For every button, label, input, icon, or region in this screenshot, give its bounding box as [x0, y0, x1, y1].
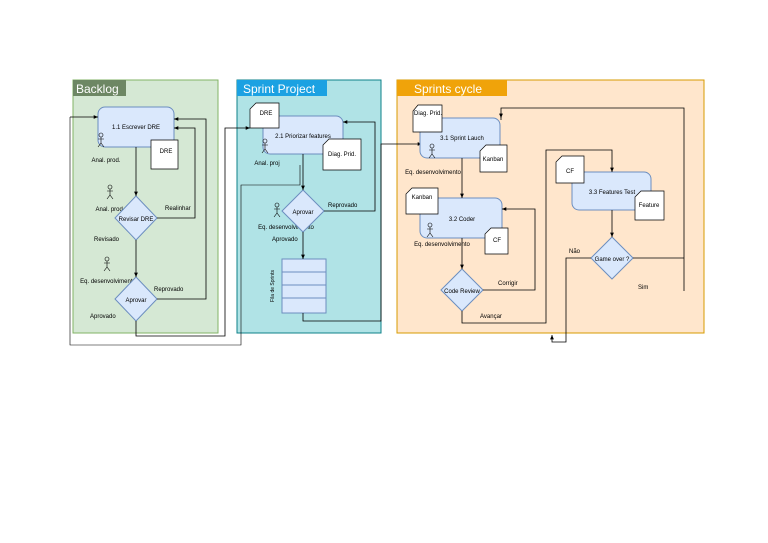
- sprint-actor-2-label: Eq. desenvolvimento: [258, 225, 314, 231]
- lane-title-sprint-project: Sprint Project: [243, 82, 316, 96]
- cycle-actor-1: Eq. desenvolvimento: [405, 143, 462, 176]
- backlog-actor-3: Eq. desenvolvimento: [80, 256, 137, 285]
- cycle-doc-kanban-1[interactable]: Kanban: [479, 144, 508, 173]
- sprint-doc-dre-label: DRE: [260, 111, 273, 117]
- cycle-process-coder-label: 3.2 Coder: [449, 217, 475, 223]
- backlog-actor-2: Anal. prod.: [95, 184, 125, 213]
- edge-label-aprovado: Aprovado: [90, 314, 116, 320]
- cycle-process-test[interactable]: 3.3 Features Test: [571, 171, 652, 211]
- backlog-actor-2-label: Anal. prod.: [95, 207, 124, 213]
- sprint-decision-aprovar-label: Aprovar: [292, 210, 313, 216]
- sprint-doc-dre[interactable]: DRE: [249, 102, 280, 129]
- backlog-actor-3-label: Eq. desenvolvimento: [80, 279, 136, 285]
- sprint-actor-1-label: Anal. proj: [254, 161, 279, 167]
- cycle-doc-kanban-1-label: Kanban: [483, 157, 504, 163]
- cycle-decision-gameover-label: Game over ?: [595, 257, 630, 263]
- lane-title-sprints-cycle: Sprints cycle: [414, 82, 482, 96]
- sprint-actor-2: Eq. desenvolvimento: [258, 202, 315, 231]
- cycle-doc-cf-1-label: CF: [493, 238, 501, 244]
- sprint-queue-label: Fila de Sprints: [270, 270, 276, 302]
- cycle-edges: [460, 107, 685, 343]
- sprint-doc-diag[interactable]: Diag. Prid.: [322, 138, 362, 171]
- backlog-actor-1: Anal. prod.: [91, 132, 121, 164]
- cycle-doc-cf-2[interactable]: CF: [555, 155, 585, 184]
- cycle-edge-sim: Sim: [638, 285, 648, 291]
- cycle-actor-2: Eq. desenvolvimento: [414, 222, 471, 248]
- edge-label-reprovado: Reprovado: [154, 287, 184, 293]
- cycle-decision-review-label: Code Review: [444, 289, 480, 295]
- cycle-doc-feature-label: Feature: [639, 203, 660, 209]
- cycle-process-launch-label: 3.1 Sprint Lauch: [440, 136, 484, 142]
- backlog-decision-aprovar-label: Aprovar: [125, 298, 146, 304]
- backlog-edges: [69, 115, 301, 346]
- cycle-edge-avancar: Avançar: [480, 314, 502, 320]
- edge-label-realinhar: Realinhar: [165, 206, 191, 212]
- cycle-doc-kanban-2-label: Kanban: [412, 195, 433, 201]
- sprint-edge-aprovado: Aprovado: [272, 237, 298, 243]
- cycle-actor-1-label: Eq. desenvolvimento: [405, 170, 461, 176]
- lane-title-backlog: Backlog: [76, 82, 119, 96]
- cycle-edge-nao: Não: [569, 249, 581, 255]
- cycle-decision-gameover[interactable]: Game over ?: [590, 236, 634, 280]
- sprint-process-label: 2.1 Priorizar features: [275, 134, 331, 140]
- backlog-actor-1-label: Anal. prod.: [91, 158, 120, 164]
- cycle-doc-cf-1[interactable]: CF: [484, 227, 509, 255]
- cycle-doc-cf-2-label: CF: [566, 169, 574, 175]
- sprint-edge-reprovado: Reprovado: [328, 203, 358, 209]
- sprint-queue[interactable]: Fila de Sprints: [270, 258, 327, 314]
- cycle-doc-diag[interactable]: Diag. Prid.: [412, 104, 443, 133]
- cycle-process-coder[interactable]: 3.2 Coder: [419, 197, 503, 239]
- cycle-edge-corrigir: Corrigir: [498, 281, 518, 287]
- sprint-doc-diag-label: Diag. Prid.: [328, 152, 356, 158]
- edge-label-revisado: Revisado: [94, 237, 120, 243]
- cycle-actor-2-label: Eq. desenvolvimento: [414, 242, 470, 248]
- cycle-doc-kanban-2[interactable]: Kanban: [405, 187, 439, 215]
- backlog-process-label: 1.1 Escrever DRE: [112, 125, 160, 131]
- backlog-decision-revisar-label: Revisar DRE: [119, 217, 154, 223]
- sprint-actor-1: Anal. proj: [254, 138, 280, 167]
- cycle-doc-feature[interactable]: Feature: [634, 190, 665, 221]
- sprint-edges: [301, 120, 422, 322]
- cycle-doc-diag-label: Diag. Prid.: [414, 111, 442, 117]
- cycle-process-test-label: 3.3 Features Test: [589, 190, 636, 196]
- backlog-doc-dre[interactable]: DRE: [150, 139, 179, 170]
- backlog-doc-dre-label: DRE: [160, 149, 173, 155]
